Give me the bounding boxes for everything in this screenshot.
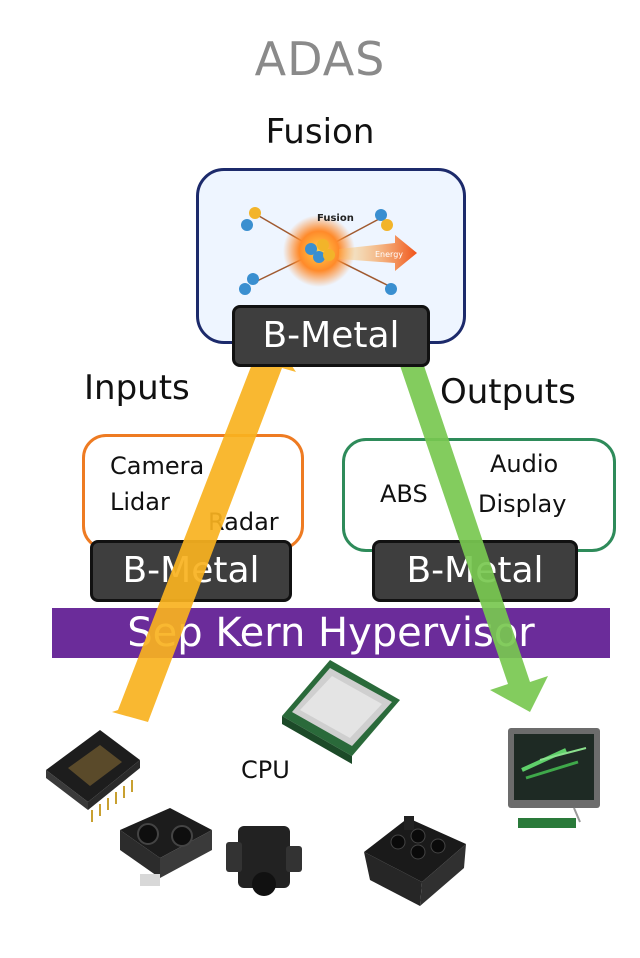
output-display: Display bbox=[478, 490, 567, 518]
radar-module-icon bbox=[226, 826, 302, 896]
input-camera: Camera bbox=[110, 452, 205, 480]
input-arrow bbox=[112, 330, 296, 722]
output-audio: Audio bbox=[490, 450, 559, 478]
lidar-sensor-icon bbox=[120, 808, 212, 886]
camera-sensor-icon bbox=[46, 730, 140, 822]
cpu-chip-icon bbox=[282, 660, 400, 764]
fusion-graphic-energy: Energy bbox=[375, 250, 403, 259]
inputs-label: Inputs bbox=[84, 368, 190, 408]
output-arrow bbox=[388, 330, 548, 712]
diagram-title: ADAS bbox=[254, 32, 386, 86]
abs-unit-icon bbox=[364, 816, 466, 906]
outputs-label: Outputs bbox=[440, 372, 576, 412]
input-lidar: Lidar bbox=[110, 488, 170, 516]
output-abs: ABS bbox=[380, 480, 428, 508]
cpu-label: CPU bbox=[241, 756, 290, 784]
fusion-graphic-caption: Fusion bbox=[317, 213, 354, 224]
fusion-label: Fusion bbox=[265, 112, 375, 152]
display-monitor-icon bbox=[508, 728, 600, 828]
bare-metal-fusion: B-Metal bbox=[232, 305, 430, 367]
fusion-icon: Fusion Energy bbox=[239, 207, 417, 295]
